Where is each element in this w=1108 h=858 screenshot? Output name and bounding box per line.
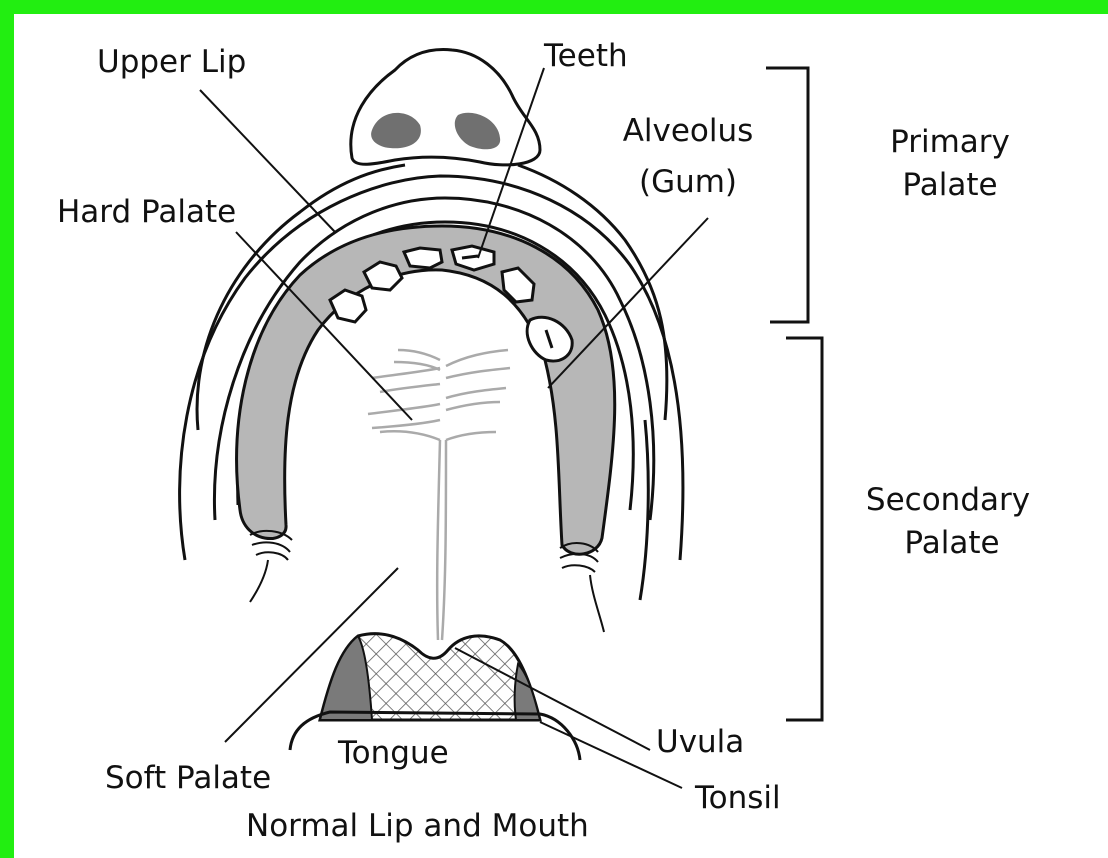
label-secondary-palate-line1: Secondary — [866, 482, 1030, 518]
palatal-rugae — [368, 350, 510, 640]
label-soft-palate: Soft Palate — [105, 760, 271, 796]
label-tongue: Tongue — [337, 735, 449, 771]
label-secondary-palate-line2: Palate — [904, 525, 999, 561]
label-tonsil: Tonsil — [694, 780, 781, 816]
caption: Normal Lip and Mouth — [246, 808, 589, 844]
primary-palate-bracket — [766, 68, 808, 322]
label-primary-palate-line2: Palate — [902, 167, 997, 203]
label-primary-palate-line1: Primary — [890, 124, 1010, 160]
label-uvula: Uvula — [656, 724, 744, 760]
palate-brackets — [766, 68, 822, 720]
nose — [351, 50, 540, 165]
label-hard-palate: Hard Palate — [57, 194, 236, 230]
label-alveolus-line1: Alveolus — [623, 113, 754, 149]
gum-ends — [250, 531, 604, 632]
label-alveolus-line2: (Gum) — [639, 164, 737, 200]
tonsil-region — [320, 634, 540, 720]
gum-band — [237, 226, 615, 554]
secondary-palate-bracket — [786, 338, 822, 720]
label-teeth: Teeth — [543, 38, 628, 74]
label-upper-lip: Upper Lip — [97, 44, 246, 80]
